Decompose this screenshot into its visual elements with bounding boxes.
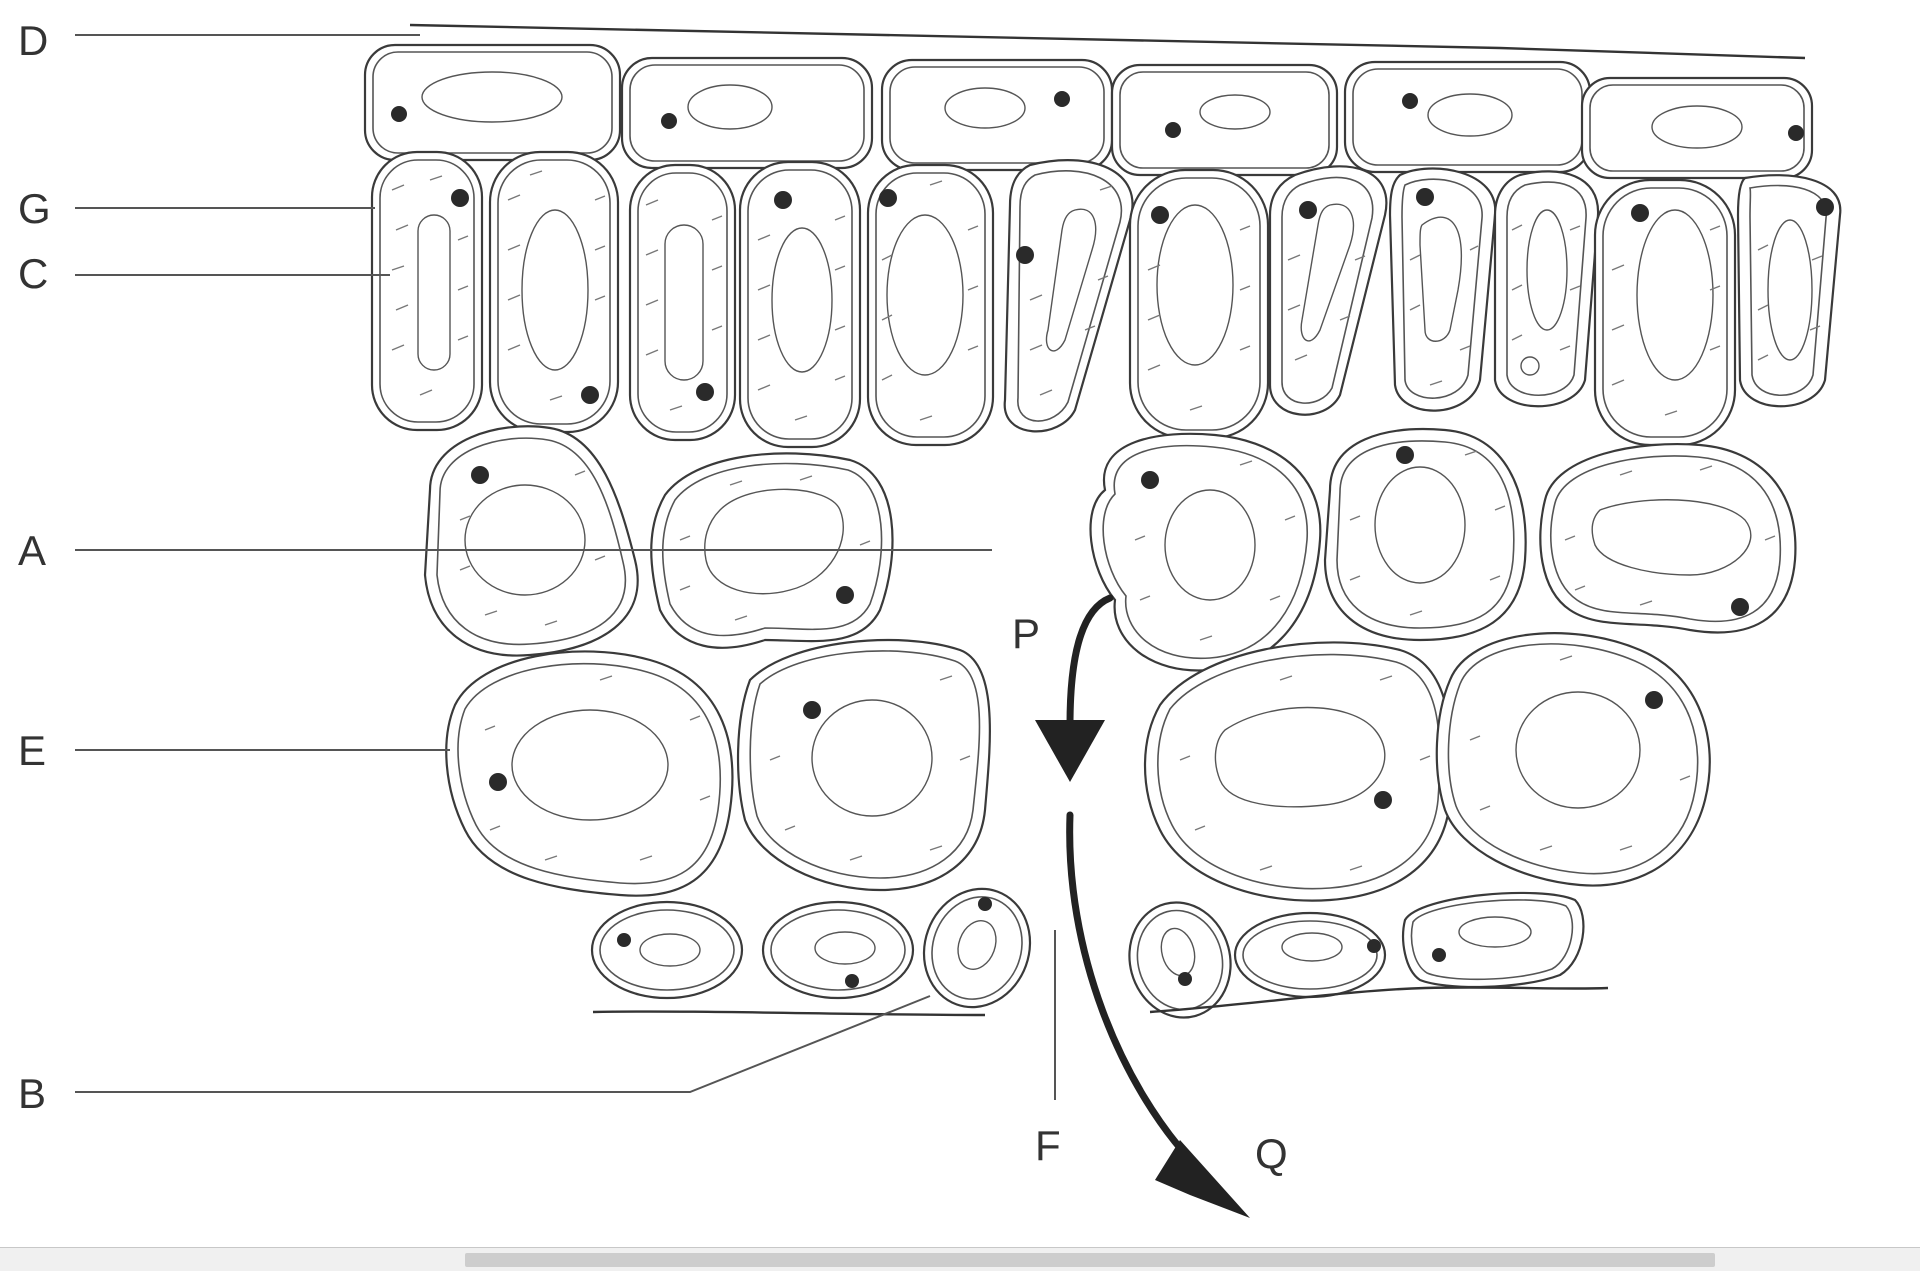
spongy-mesophyll (423, 425, 1797, 902)
label-f: F (1035, 1122, 1061, 1169)
upper-epidermis (363, 43, 1814, 180)
label-p: P (1012, 610, 1040, 657)
lower-cuticle-left (592, 1010, 986, 1017)
upper-cuticle (409, 23, 1806, 60)
arrow-q (1066, 811, 1250, 1218)
arrow-p (1035, 594, 1114, 782)
guard-cell-left (922, 887, 1032, 1009)
lower-epidermis (590, 887, 1585, 1019)
label-q: Q (1255, 1130, 1288, 1177)
horizontal-scrollbar[interactable] (0, 1247, 1920, 1271)
label-b: B (18, 1070, 46, 1117)
leader-lines (75, 34, 992, 1093)
label-g: G (18, 185, 51, 232)
label-e: E (18, 727, 46, 774)
label-c: C (18, 250, 48, 297)
guard-cell-right (1128, 901, 1232, 1019)
lower-cuticle-right (1149, 986, 1609, 1014)
palisade-layer (370, 150, 1842, 449)
scrollbar-thumb[interactable] (465, 1253, 1715, 1267)
label-a: A (18, 527, 46, 574)
label-d: D (18, 17, 48, 64)
